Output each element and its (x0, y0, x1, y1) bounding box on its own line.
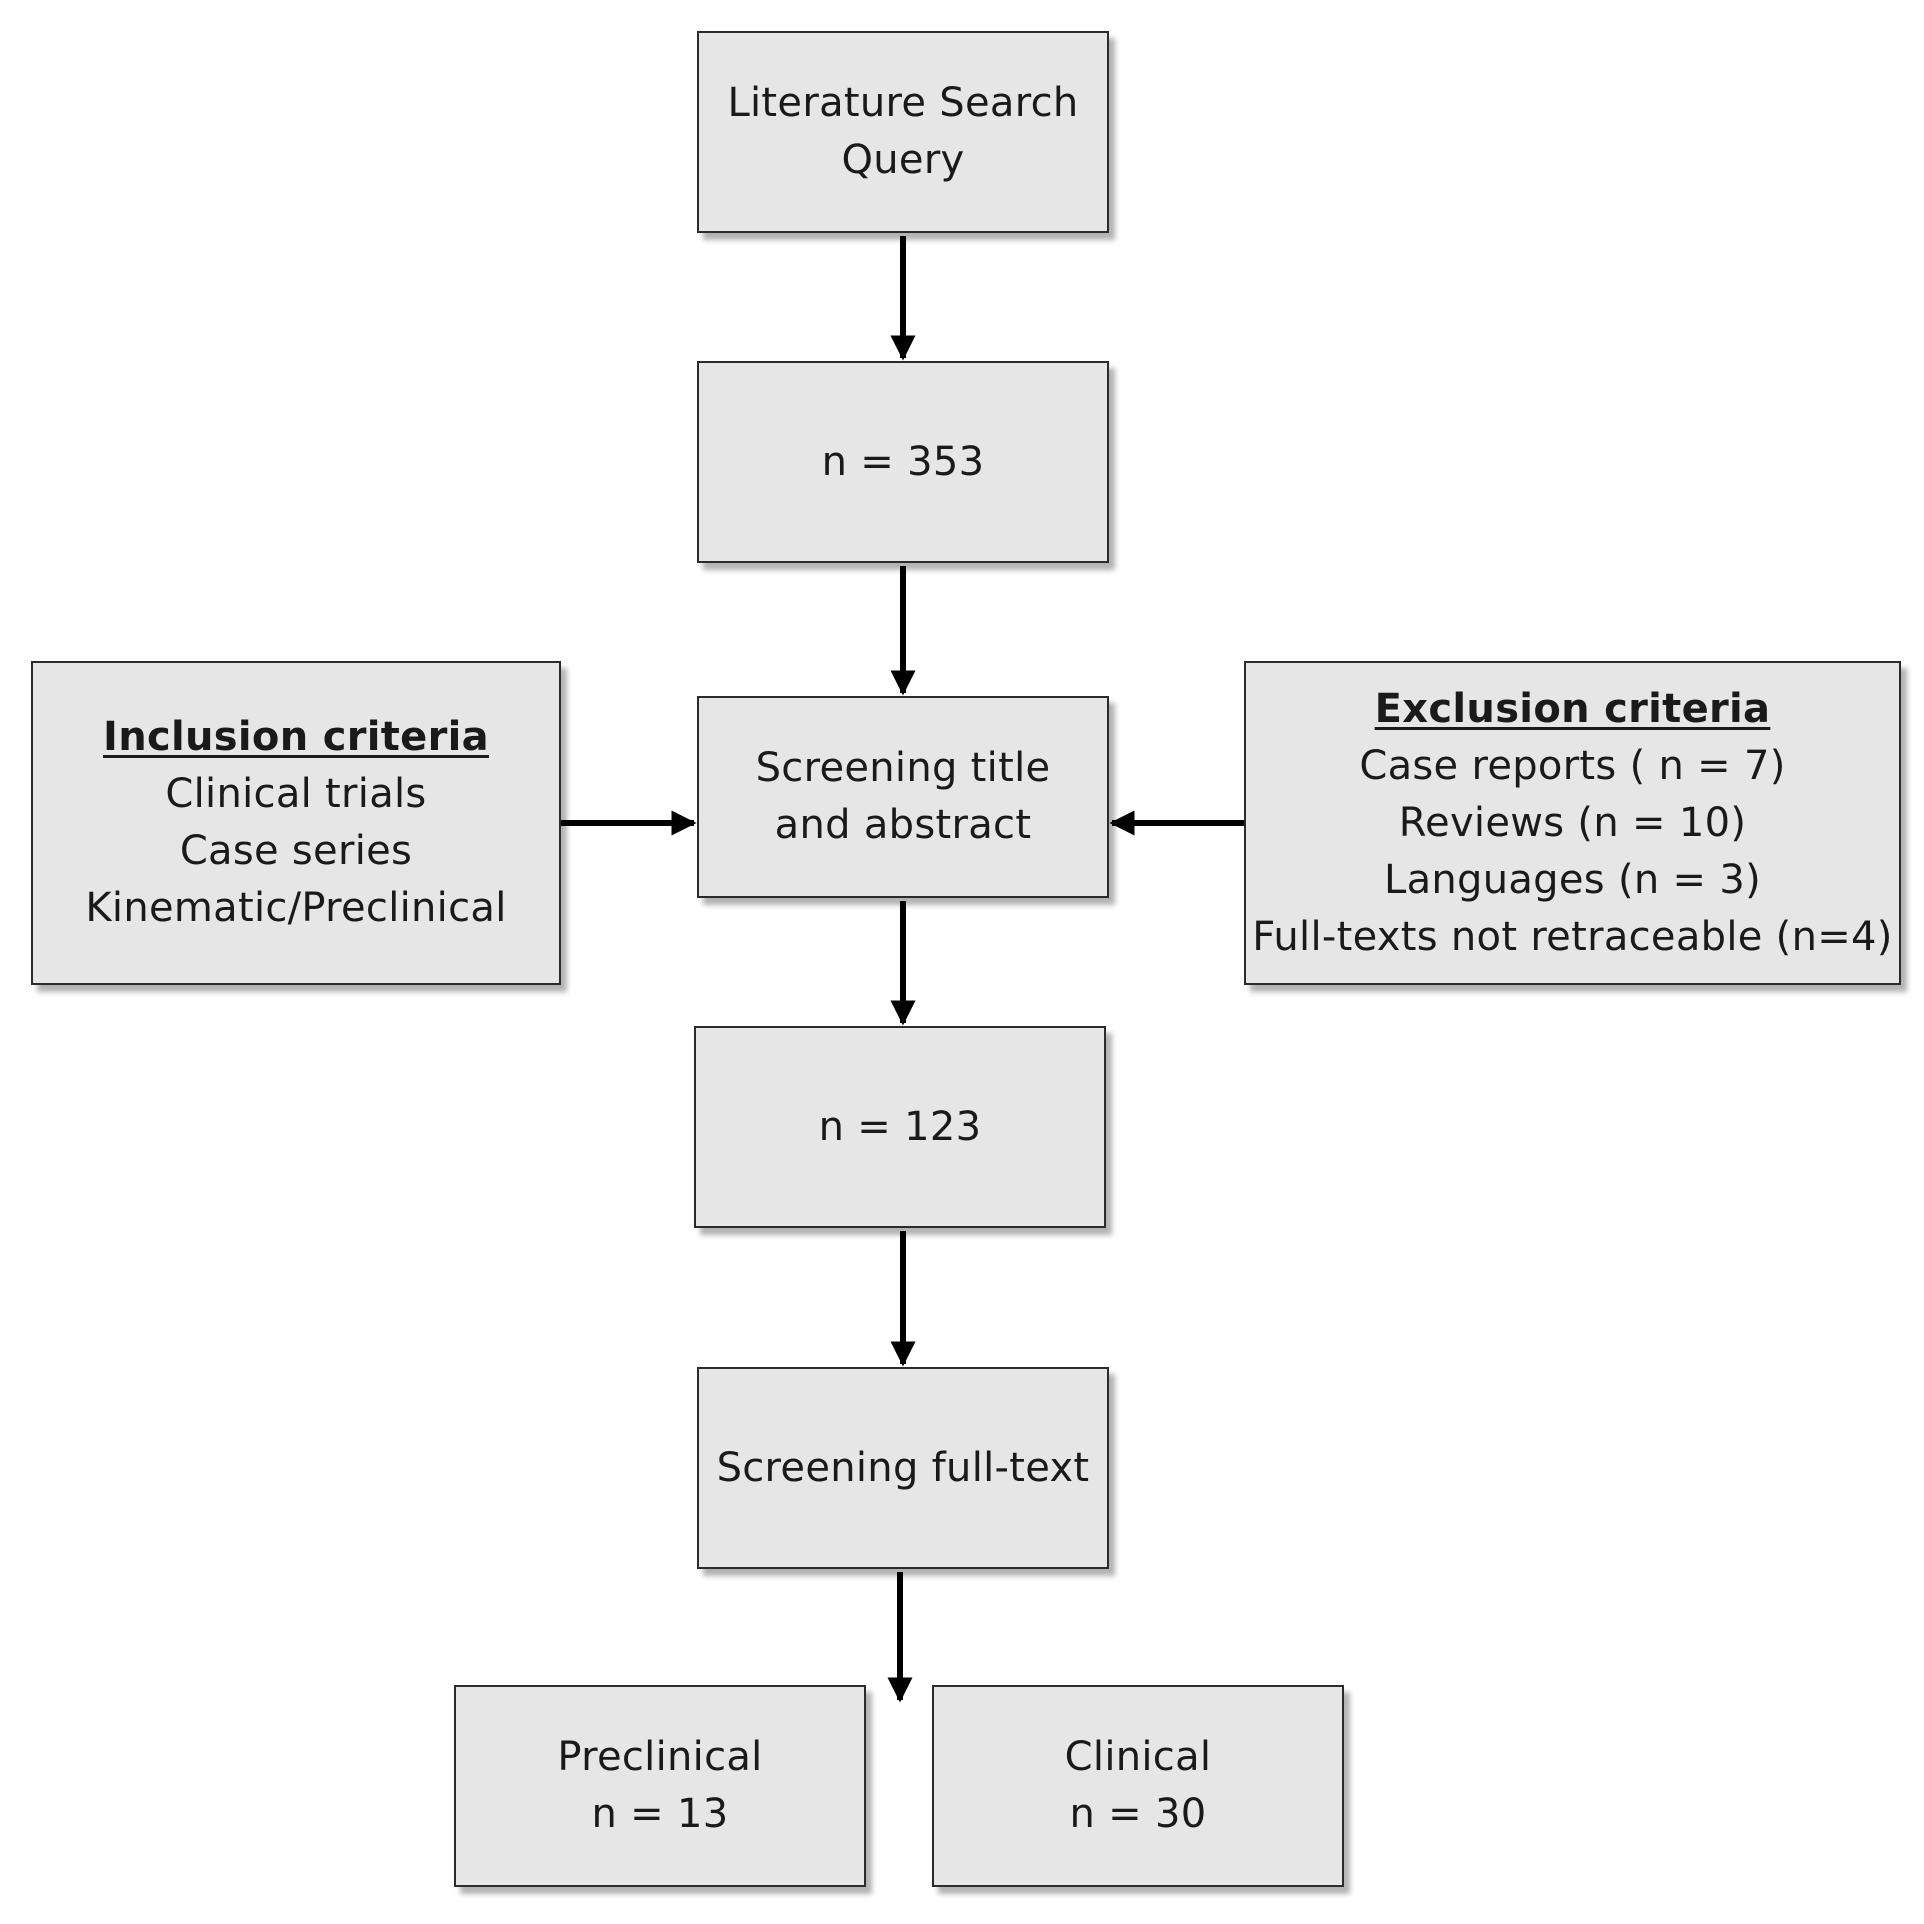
exclusion-criteria-box: Exclusion criteria Case reports ( n = 7)… (1244, 661, 1901, 985)
exclusion-item: Case reports ( n = 7) (1359, 742, 1786, 789)
screening-title-abstract-box: Screening title and abstract (697, 696, 1109, 898)
screening-full-text-box: Screening full-text (697, 1367, 1109, 1569)
inclusion-item: Clinical trials (165, 771, 427, 817)
records-identified-box: n = 353 (697, 361, 1109, 563)
records-after-screening-box: n = 123 (694, 1026, 1106, 1228)
clinical-count: n = 30 (1069, 1791, 1207, 1837)
clinical-box: Clinical n = 30 (932, 1685, 1344, 1887)
inclusion-item: Case series (179, 828, 413, 874)
preclinical-box: Preclinical n = 13 (454, 1685, 866, 1887)
clinical-label: Clinical (1064, 1734, 1212, 1780)
preclinical-count: n = 13 (591, 1791, 729, 1837)
preclinical-label: Preclinical (557, 1734, 763, 1780)
screening-title-abstract-line-1: Screening title (755, 745, 1051, 791)
exclusion-item: Full-texts not retraceable (n=4) (1252, 913, 1893, 960)
screening-title-abstract-line-2: and abstract (774, 802, 1032, 848)
exclusion-criteria-heading: Exclusion criteria (1374, 685, 1771, 732)
records-after-screening-count: n = 123 (818, 1103, 982, 1150)
literature-search-line-2: Query (841, 137, 965, 183)
inclusion-criteria-heading: Inclusion criteria (103, 714, 489, 760)
exclusion-item: Reviews (n = 10) (1398, 799, 1747, 846)
exclusion-item: Languages (n = 3) (1383, 856, 1761, 903)
literature-search-line-1: Literature Search (727, 80, 1079, 126)
literature-search-box: Literature Search Query (697, 31, 1109, 233)
inclusion-item: Kinematic/Preclinical (85, 885, 507, 931)
inclusion-criteria-box: Inclusion criteria Clinical trials Case … (31, 661, 561, 985)
records-identified-count: n = 353 (821, 438, 985, 485)
screening-full-text-label: Screening full-text (716, 1444, 1090, 1491)
